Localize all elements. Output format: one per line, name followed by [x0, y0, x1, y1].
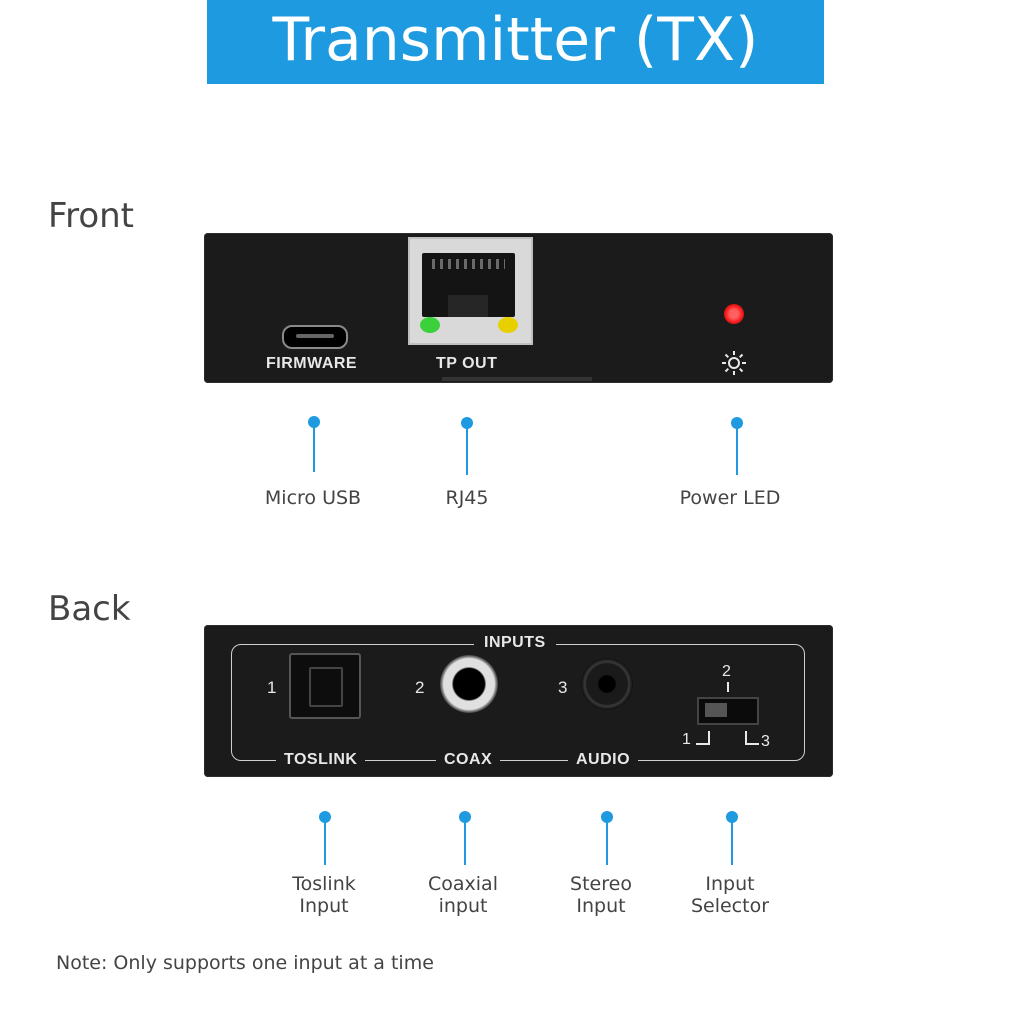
front-section-label: Front: [48, 196, 134, 236]
selector-mark-2: 2: [722, 663, 732, 680]
callout-rj45: RJ45: [445, 487, 489, 509]
callout-line-stereo: [606, 817, 608, 865]
callout-line-micro-usb: [313, 422, 315, 472]
firmware-label: FIRMWARE: [266, 355, 358, 372]
selector-mark-1: 1: [682, 731, 692, 748]
front-panel: FIRMWARE TP OUT: [204, 233, 833, 383]
page-title: Transmitter (TX): [272, 5, 759, 75]
power-led: [724, 304, 744, 324]
callout-line-selector: [731, 817, 733, 865]
micro-usb-port: [282, 325, 348, 349]
port-number-2: 2: [415, 678, 425, 697]
inputs-label: INPUTS: [474, 634, 556, 652]
rj45-port: [408, 237, 533, 345]
callout-line-power-led: [736, 423, 738, 475]
callout-line-coaxial: [464, 817, 466, 865]
link-led-green: [420, 317, 440, 333]
input-selector-switch: [697, 697, 759, 725]
tp-out-label: TP OUT: [436, 355, 498, 372]
port-number-3: 3: [558, 678, 568, 697]
port-number-1: 1: [267, 678, 277, 697]
sun-icon: [722, 351, 746, 375]
audio-port: [581, 658, 633, 710]
coax-port: [440, 655, 498, 713]
toslink-label: TOSLINK: [276, 751, 366, 769]
toslink-port: [289, 653, 361, 719]
activity-led-yellow: [498, 317, 518, 333]
footnote: Note: Only supports one input at a time: [56, 952, 434, 974]
coax-label: COAX: [436, 751, 501, 769]
audio-label: AUDIO: [568, 751, 639, 769]
callout-line-toslink: [324, 817, 326, 865]
callout-power-led: Power LED: [679, 487, 781, 509]
selector-mark-3: 3: [761, 733, 771, 750]
back-section-label: Back: [48, 589, 131, 629]
title-banner: Transmitter (TX): [207, 0, 824, 84]
back-panel: INPUTS TOSLINK COAX AUDIO 1 2 3 2 1 3: [204, 625, 833, 777]
callout-micro-usb: Micro USB: [264, 487, 362, 509]
callout-line-rj45: [466, 423, 468, 475]
